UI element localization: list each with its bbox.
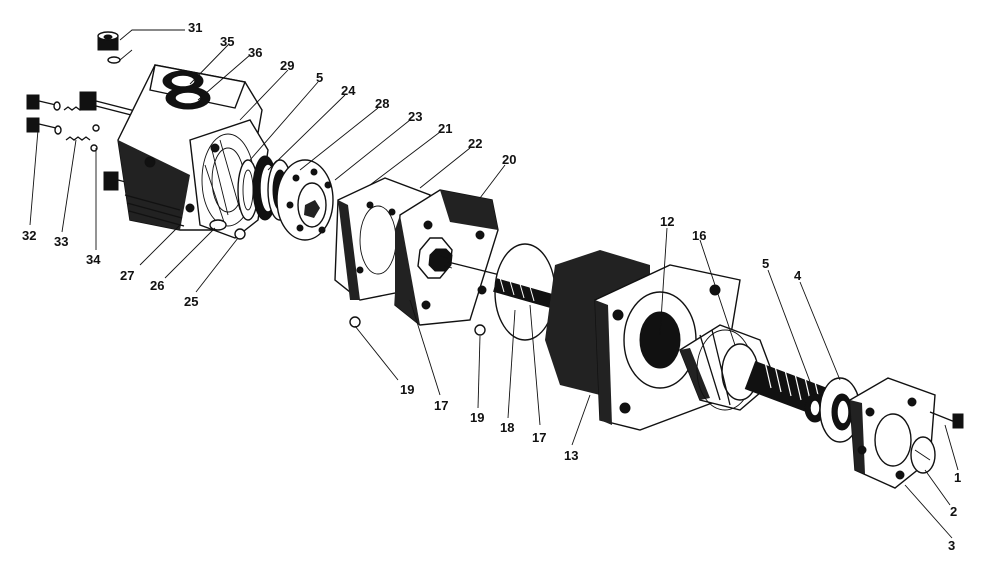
label-27: 27 bbox=[120, 268, 134, 283]
label-21: 21 bbox=[438, 121, 452, 136]
label-18: 18 bbox=[500, 420, 514, 435]
part-19-ball bbox=[474, 324, 486, 336]
part-4-washer bbox=[819, 377, 861, 443]
label-29: 29 bbox=[280, 58, 294, 73]
part-17-shaft bbox=[493, 277, 557, 309]
label-32: 32 bbox=[22, 228, 36, 243]
label-19-right: 19 bbox=[470, 410, 484, 425]
part-34-balls bbox=[90, 124, 100, 152]
part-31-plug bbox=[97, 31, 121, 64]
label-23: 23 bbox=[408, 109, 422, 124]
label-20: 20 bbox=[502, 152, 516, 167]
label-3: 3 bbox=[948, 538, 955, 553]
label-26: 26 bbox=[150, 278, 164, 293]
part-32-bolts bbox=[26, 94, 62, 135]
label-13: 13 bbox=[564, 448, 578, 463]
label-25: 25 bbox=[184, 294, 198, 309]
label-12: 12 bbox=[660, 214, 674, 229]
label-5-top: 5 bbox=[316, 70, 323, 85]
label-33: 33 bbox=[54, 234, 68, 249]
label-16: 16 bbox=[692, 228, 706, 243]
label-31: 31 bbox=[188, 20, 202, 35]
label-4: 4 bbox=[794, 268, 802, 283]
label-34: 34 bbox=[86, 252, 101, 267]
part-28-disc bbox=[276, 159, 334, 241]
label-22: 22 bbox=[468, 136, 482, 151]
label-5-right: 5 bbox=[762, 256, 769, 271]
label-35: 35 bbox=[220, 34, 234, 49]
label-1: 1 bbox=[954, 470, 961, 485]
label-24: 24 bbox=[341, 83, 356, 98]
part-labels: 31 35 36 29 5 24 28 23 21 22 20 32 33 34… bbox=[22, 20, 961, 553]
part-33-springs bbox=[63, 106, 91, 141]
leader-lines bbox=[29, 29, 959, 539]
part-1-screw bbox=[929, 411, 964, 429]
label-2: 2 bbox=[950, 504, 957, 519]
label-36: 36 bbox=[248, 45, 262, 60]
housing-body bbox=[79, 64, 269, 240]
part-3-cover bbox=[849, 377, 936, 489]
label-28: 28 bbox=[375, 96, 389, 111]
part-20-gearset bbox=[394, 189, 501, 326]
label-17-left: 17 bbox=[434, 398, 448, 413]
label-17-right: 17 bbox=[532, 430, 546, 445]
label-19-left: 19 bbox=[400, 382, 414, 397]
